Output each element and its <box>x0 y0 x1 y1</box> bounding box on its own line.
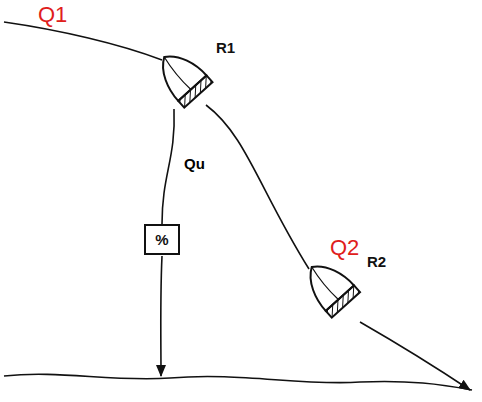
gauge-label: R2 <box>367 253 386 270</box>
flow-label: Qu <box>182 155 207 172</box>
gauge-label: R1 <box>216 39 235 56</box>
outflow-line <box>360 322 470 390</box>
gauge-node: R1 <box>150 45 220 115</box>
flow-label: Q1 <box>38 2 67 28</box>
flow-label: Q2 <box>330 235 359 261</box>
flow-line <box>206 105 309 269</box>
gauge-symbol <box>150 45 220 115</box>
upstream-line <box>4 22 162 60</box>
lower-river <box>4 374 472 390</box>
return-line <box>161 256 162 376</box>
gauge-symbol <box>295 255 370 325</box>
flow-line <box>162 109 174 224</box>
meter-symbol: % <box>155 231 168 248</box>
meter-box: % <box>144 224 180 255</box>
gauge-node: R2 <box>295 255 370 325</box>
